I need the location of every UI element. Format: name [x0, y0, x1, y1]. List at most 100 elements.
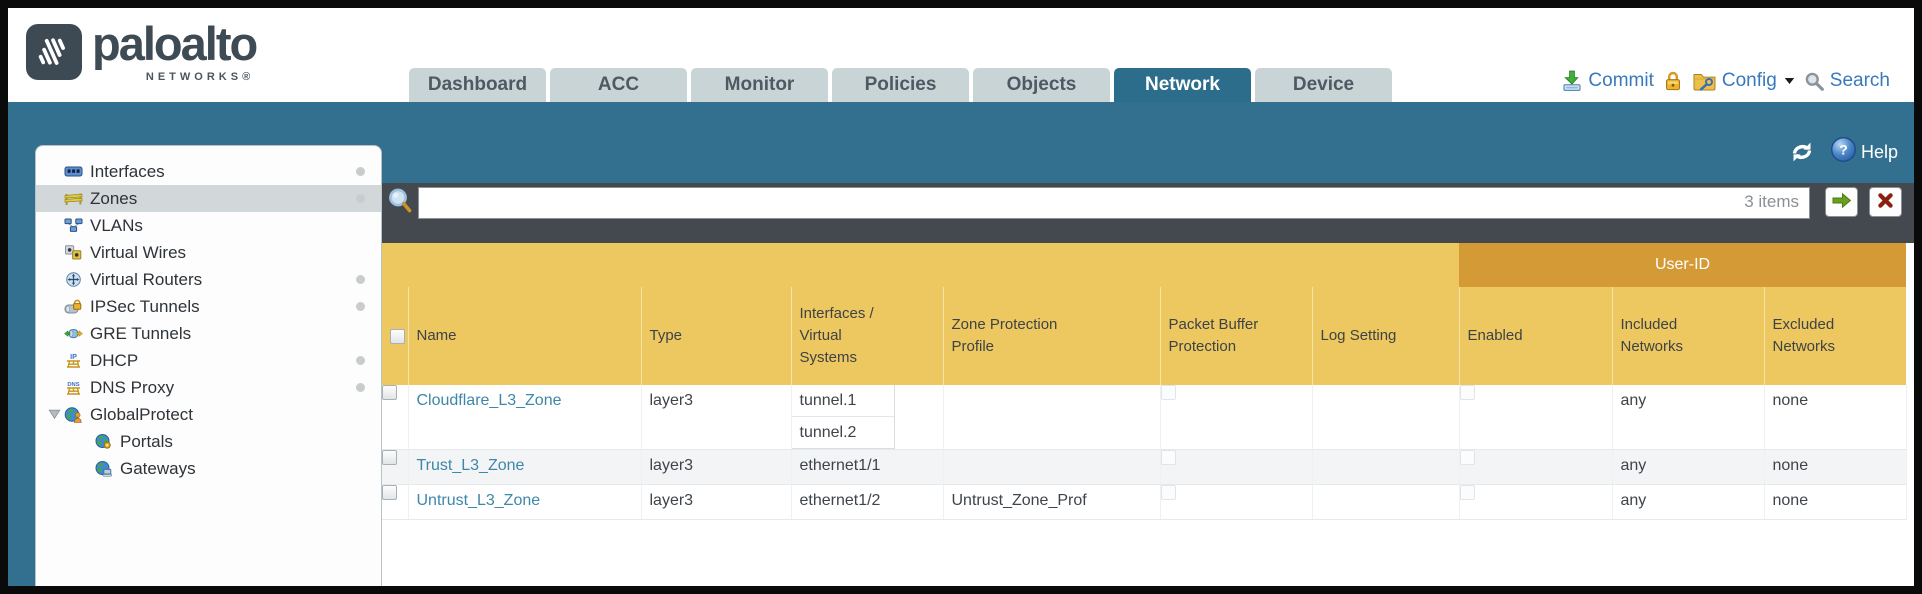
zone-name-link[interactable]: Untrust_L3_Zone [416, 492, 541, 509]
tab-policies[interactable]: Policies [832, 68, 969, 102]
tab-dashboard[interactable]: Dashboard [409, 68, 546, 102]
apply-filter-button[interactable] [1825, 187, 1858, 217]
sidebar-item-virtual-wires[interactable]: Virtual Wires [36, 239, 381, 266]
search-button[interactable]: Search [1804, 70, 1890, 92]
interface-item: tunnel.2 [799, 424, 857, 441]
interface-item: ethernet1/1 [799, 457, 881, 474]
packet-buffer-protection-checkbox[interactable] [1160, 450, 1176, 465]
interface-item: tunnel.1 [791, 385, 894, 417]
config-menu-button[interactable]: Config [1692, 70, 1795, 92]
sidebar-item-zones[interactable]: Zones [36, 185, 381, 212]
included-networks: any [1620, 492, 1647, 509]
status-dot [356, 356, 365, 365]
zone-type: layer3 [649, 392, 694, 409]
sidebar-item-label: Zones [90, 188, 138, 208]
sidebar-item-label: Portals [120, 431, 173, 451]
svg-text:DNS: DNS [67, 382, 79, 388]
expander-triangle-icon[interactable] [44, 409, 64, 420]
sidebar-item-interfaces[interactable]: Interfaces [36, 158, 381, 185]
log-setting [1313, 450, 1459, 463]
tab-acc[interactable]: ACC [550, 68, 687, 102]
zones-icon [64, 191, 86, 206]
row-select-checkbox[interactable] [382, 385, 397, 400]
packet-buffer-protection-checkbox[interactable] [1160, 485, 1176, 500]
sidebar-item-dhcp[interactable]: IP DHCP [36, 347, 381, 374]
row-select-checkbox[interactable] [382, 485, 397, 500]
help-label: Help [1860, 141, 1898, 162]
sidebar-item-label: GlobalProtect [90, 404, 193, 424]
virtual-routers-icon [64, 272, 86, 287]
select-all-header-cell [382, 287, 408, 385]
user-id-enabled-checkbox[interactable] [1459, 485, 1475, 500]
sidebar-item-label: Gateways [120, 458, 196, 478]
sidebar-item-label: DHCP [90, 350, 139, 370]
sidebar-item-portals[interactable]: Portals [36, 428, 381, 455]
lock-icon[interactable] [1663, 70, 1683, 92]
tab-device[interactable]: Device [1255, 68, 1392, 102]
filter-input-field: 3 items [418, 187, 1810, 219]
sidebar-item-globalprotect[interactable]: GlobalProtect [36, 401, 381, 428]
zone-name-link[interactable]: Trust_L3_Zone [416, 457, 525, 474]
status-dot [356, 275, 365, 284]
row-select-checkbox[interactable] [382, 450, 397, 465]
sidebar-item-virtual-routers[interactable]: Virtual Routers [36, 266, 381, 293]
sidebar-item-label: DNS Proxy [90, 377, 175, 397]
status-dot [356, 302, 365, 311]
user-id-enabled-checkbox[interactable] [1459, 385, 1475, 400]
sidebar-item-ipsec-tunnels[interactable]: IPSec Tunnels [36, 293, 381, 320]
column-header-type[interactable]: Type [640, 287, 791, 385]
zone-name-link[interactable]: Cloudflare_L3_Zone [416, 392, 562, 409]
filter-text-input[interactable] [419, 188, 1809, 218]
column-header-name[interactable]: Name [407, 287, 641, 385]
column-header-enabled[interactable]: Enabled [1458, 287, 1612, 385]
portals-icon [94, 433, 116, 450]
chevron-down-icon [1784, 77, 1795, 85]
user-id-enabled-checkbox[interactable] [1459, 450, 1475, 465]
config-folder-icon [1692, 70, 1717, 92]
tab-monitor[interactable]: Monitor [691, 68, 828, 102]
packet-buffer-protection-checkbox[interactable] [1160, 385, 1176, 400]
help-icon: ? [1830, 136, 1857, 168]
refresh-icon[interactable] [1788, 140, 1816, 164]
table-row-cloudflare-l3-zone: Cloudflare_L3_Zone layer3 tunnel.1 tunnel.2… [382, 385, 1907, 450]
included-networks: any [1620, 392, 1647, 409]
zone-protection-profile [944, 385, 1160, 398]
sidebar-item-label: Virtual Wires [90, 242, 187, 262]
excluded-networks: none [1772, 392, 1809, 409]
logo-wordmark: paloalto [92, 17, 258, 70]
sidebar-item-dns-proxy[interactable]: DNS DNS Proxy [36, 374, 381, 401]
select-all-checkbox[interactable] [390, 328, 405, 344]
zone-type: layer3 [649, 457, 694, 474]
virtual-wires-icon [64, 245, 86, 260]
column-header-log-setting[interactable]: Log Setting [1311, 287, 1459, 385]
svg-text:IP: IP [70, 353, 77, 361]
log-setting [1313, 485, 1459, 498]
header-utilities: Commit [1561, 70, 1890, 92]
status-dot [356, 167, 365, 176]
tab-network[interactable]: Network [1114, 68, 1251, 102]
tab-objects[interactable]: Objects [973, 68, 1110, 102]
globalprotect-icon [64, 406, 86, 423]
sidebar-item-vlans[interactable]: VLANs [36, 212, 381, 239]
sidebar-item-label: GRE Tunnels [90, 323, 192, 343]
zone-protection-profile: Untrust_Zone_Prof [951, 492, 1087, 509]
sidebar-item-gateways[interactable]: Gateways [36, 455, 381, 482]
search-icon [1804, 71, 1825, 92]
dns-proxy-icon: DNS [64, 380, 86, 396]
logo-networks-label: NETWORKS® [145, 71, 255, 83]
sidebar-item-gre-tunnels[interactable]: GRE Tunnels [36, 320, 381, 347]
help-button[interactable]: ? Help [1830, 136, 1898, 168]
filter-search-icon [387, 187, 414, 220]
commit-button[interactable]: Commit [1561, 70, 1654, 92]
clear-filter-button[interactable] [1869, 187, 1902, 217]
